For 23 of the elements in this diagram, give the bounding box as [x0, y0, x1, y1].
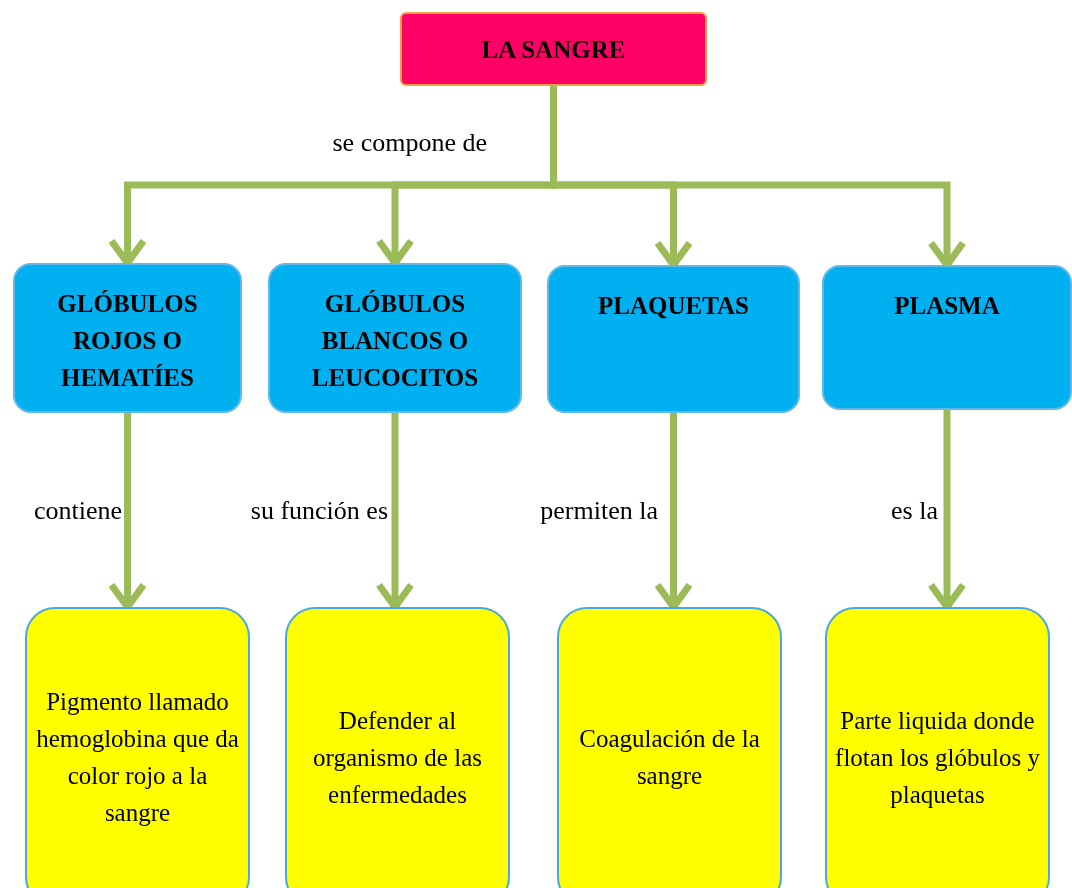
category-box — [13, 263, 242, 413]
edge-label: es la — [891, 496, 938, 526]
node-text: PLASMA — [894, 291, 1000, 321]
connector-label: se compone de — [332, 128, 487, 158]
category-box — [547, 265, 800, 413]
category-box — [268, 263, 522, 413]
description-box — [825, 607, 1050, 888]
description-box — [557, 607, 782, 888]
node-text: Pigmento llamado hemoglobina que da color rojo a la sangre — [35, 687, 240, 828]
edge-label: su función es — [250, 496, 388, 526]
node-text: PLAQUETAS — [598, 291, 749, 321]
node-text: LA SANGRE — [481, 34, 626, 65]
edge-label: contiene — [33, 496, 122, 526]
node-text: Defender al organismo de las enfermedades — [312, 705, 483, 810]
title-box — [400, 12, 707, 86]
edge-label: permiten la — [540, 496, 658, 526]
description-box — [285, 607, 510, 888]
node-text: Coagulación de la sangre — [578, 724, 761, 791]
category-box — [822, 265, 1072, 410]
node-text: GLÓBULOS BLANCOS O LEUCOCITOS — [310, 289, 480, 393]
node-text: GLÓBULOS ROJOS O HEMATÍES — [56, 289, 199, 393]
node-text: Parte liquida donde flotan los glóbulos y plaquetas — [835, 705, 1040, 810]
description-box — [25, 607, 250, 888]
